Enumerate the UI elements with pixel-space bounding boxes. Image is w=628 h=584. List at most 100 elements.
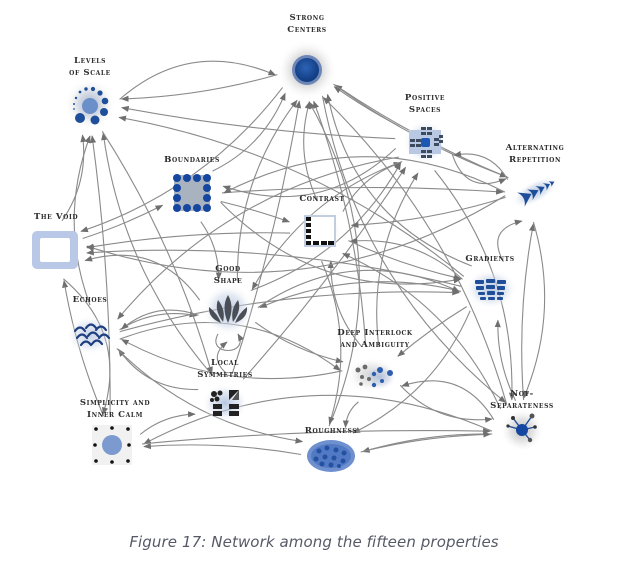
label-line: Contrast xyxy=(299,194,345,204)
edge-levels-of-scale-to-local-symmetries xyxy=(101,131,213,375)
edge-simplicity-to-local-symmetries xyxy=(139,411,196,435)
label-roughness: Roughness xyxy=(305,425,357,437)
edge-contrast-to-positive-spaces xyxy=(342,162,402,212)
label-line: and Ambiguity xyxy=(340,340,410,350)
label-gradients: Gradients xyxy=(465,253,514,265)
edge-positive-spaces-to-levels-of-scale xyxy=(121,105,396,140)
edge-not-separateness-to-simplicity xyxy=(143,394,493,445)
edge-deep-interlock-to-contrast xyxy=(327,260,363,348)
edge-positive-spaces-to-boundaries xyxy=(222,147,397,198)
label-not-separateness: Not- Separateness xyxy=(490,388,554,412)
edge-good-shape-to-the-void xyxy=(84,254,201,301)
edge-good-shape-to-gradients xyxy=(257,269,460,309)
label-local-symmetries: Local Symmetries xyxy=(197,357,253,381)
edges-layer xyxy=(61,60,546,456)
edge-strong-centers-to-the-void xyxy=(80,87,284,233)
label-line: Not- xyxy=(510,389,534,399)
dark-circle-icon xyxy=(277,40,337,100)
edge-alternating-repetition-to-boundaries xyxy=(223,156,506,194)
label-echoes: Echoes xyxy=(73,294,108,306)
edge-alternating-repetition-to-contrast xyxy=(350,196,506,229)
edge-the-void-to-levels-of-scale xyxy=(61,134,87,222)
edge-gradients-to-contrast xyxy=(349,237,463,280)
icons-layer xyxy=(32,40,559,472)
label-line: Deep Interlock xyxy=(337,328,413,338)
label-line: Echoes xyxy=(72,295,108,305)
edge-deep-interlock-to-echoes xyxy=(121,339,343,380)
label-line: Boundaries xyxy=(164,155,220,165)
label-deep-interlock: Deep Interlock and Ambiguity xyxy=(337,327,412,351)
label-contrast: Contrast xyxy=(299,193,344,205)
edge-contrast-to-roughness xyxy=(320,260,342,425)
edge-alternating-repetition-to-positive-spaces xyxy=(453,150,509,180)
edge-good-shape-to-strong-centers xyxy=(236,99,298,282)
property-network-diagram xyxy=(32,40,559,472)
interlocking-dots-icon xyxy=(346,357,398,393)
edge-positive-spaces-to-alternating-repetition xyxy=(451,154,507,185)
edge-deep-interlock-to-positive-spaces xyxy=(376,172,419,346)
edge-roughness-to-simplicity xyxy=(143,443,302,456)
empty-frame-icon xyxy=(32,231,78,269)
circle-of-dots-icon xyxy=(64,78,116,130)
repeating-shapes-icon xyxy=(511,176,559,208)
label-line: Centers xyxy=(287,25,327,35)
edge-local-symmetries-to-good-shape xyxy=(216,341,228,374)
edge-deep-interlock-to-roughness xyxy=(342,401,359,429)
edge-levels-of-scale-to-strong-centers xyxy=(119,60,277,100)
label-strong-centers: Strong Centers xyxy=(287,12,326,36)
label-line: Local xyxy=(211,358,239,368)
symmetric-blocks-icon xyxy=(202,384,248,422)
label-line: Spaces xyxy=(408,105,442,115)
rough-blob-icon xyxy=(307,440,355,472)
edge-simplicity-to-not-separateness xyxy=(141,427,491,445)
edge-contrast-to-the-void xyxy=(86,232,291,250)
label-line: Symmetries xyxy=(197,370,253,380)
edge-alternating-repetition-to-not-separateness xyxy=(523,221,546,399)
edge-boundaries-to-good-shape xyxy=(200,221,222,281)
label-line: Levels xyxy=(74,56,106,66)
edge-strong-centers-to-not-separateness xyxy=(321,95,507,403)
figure-caption: Figure 17: Network among the fifteen pro… xyxy=(129,533,499,551)
label-line: Roughness xyxy=(304,426,358,436)
edge-boundaries-to-strong-centers xyxy=(212,92,286,172)
label-positive-spaces: Positive Spaces xyxy=(405,92,445,116)
edge-gradients-to-roughness xyxy=(352,310,471,434)
edge-contrast-to-gradients xyxy=(348,240,462,281)
calm-dot-icon xyxy=(92,425,132,465)
edge-echoes-to-levels-of-scale xyxy=(73,135,91,306)
edge-echoes-to-roughness xyxy=(116,348,304,444)
edge-not-separateness-to-roughness xyxy=(361,433,493,453)
gradient-tiles-icon xyxy=(465,269,517,309)
edge-roughness-to-not-separateness xyxy=(360,431,492,453)
edge-gradients-to-levels-of-scale xyxy=(118,115,465,277)
edge-local-symmetries-to-positive-spaces xyxy=(242,166,406,380)
edge-simplicity-to-levels-of-scale xyxy=(89,135,111,416)
label-line: Simplicity and xyxy=(79,398,151,408)
label-line: Strong xyxy=(289,13,325,23)
label-line: Repetition xyxy=(508,155,562,165)
label-good-shape: Good Shape xyxy=(214,263,243,287)
edge-deep-interlock-to-not-separateness xyxy=(399,384,493,423)
edge-contrast-to-strong-centers xyxy=(303,101,319,202)
bordered-square-icon xyxy=(173,174,211,212)
edge-positive-spaces-to-echoes xyxy=(117,156,400,320)
edge-not-separateness-to-deep-interlock xyxy=(401,380,495,420)
label-line: Gradients xyxy=(465,254,515,264)
edge-strong-centers-to-levels-of-scale xyxy=(120,74,278,102)
label-simplicity: Simplicity and Inner Calm xyxy=(80,397,150,421)
arcs-icon xyxy=(66,315,114,355)
connected-star-icon xyxy=(500,408,544,452)
edge-boundaries-to-gradients xyxy=(220,201,462,285)
edge-alternating-repetition-to-the-void xyxy=(86,195,506,273)
edge-good-shape-to-echoes xyxy=(120,309,199,330)
edge-good-shape-to-deep-interlock xyxy=(254,321,344,364)
edge-not-separateness-to-alternating-repetition xyxy=(521,223,536,401)
label-line: Shape xyxy=(213,276,243,286)
lotus-icon xyxy=(202,284,254,336)
edge-gradients-to-strong-centers xyxy=(325,93,472,267)
edge-boundaries-to-alternating-repetition xyxy=(221,186,504,195)
tiled-grid-icon xyxy=(403,120,447,164)
label-line: Good xyxy=(215,264,241,274)
black-white-frame-icon xyxy=(299,210,341,252)
label-levels-of-scale: Levels of Scale xyxy=(69,55,111,79)
